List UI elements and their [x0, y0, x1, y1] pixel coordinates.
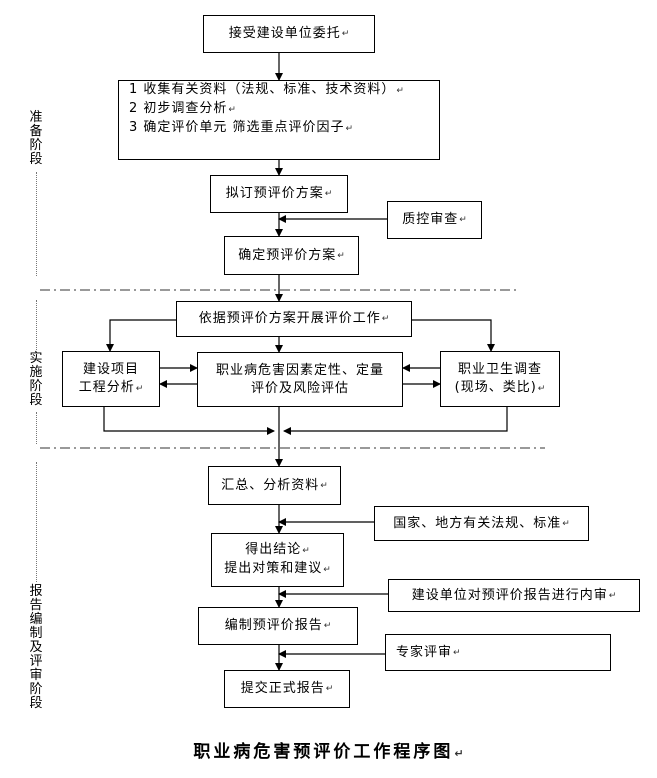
box-text: 编制预评价报告 — [224, 618, 323, 633]
box-collect-materials: 1 收集有关资料（法规、标准、技术资料）↵ 2 初步调查分析↵ 3 确定评价单元… — [118, 80, 440, 160]
box-compile-report: 编制预评价报告↵ — [198, 607, 358, 645]
stage-label-impl: 实 施 阶 段 — [28, 352, 44, 408]
box-project-analysis: 建设项目 工程分析↵ — [62, 351, 160, 407]
box-draft-plan: 拟订预评价方案↵ — [210, 175, 348, 213]
box-submit-report: 提交正式报告↵ — [224, 670, 350, 708]
box-text: 建设单位对预评价报告进行内审 — [411, 587, 608, 603]
paragraph-mark: ↵ — [323, 621, 332, 631]
box-text: 依据预评价方案开展评价工作 — [198, 311, 381, 326]
paragraph-mark: ↵ — [324, 189, 333, 199]
stage-char: 段 — [29, 696, 43, 711]
paragraph-mark: ↵ — [453, 647, 461, 658]
stage-char: 段 — [29, 393, 43, 408]
box-conclusion-suggestions: 得出结论↵ 提出对策和建议↵ — [211, 533, 344, 587]
box-text: 提交正式报告 — [240, 681, 325, 696]
box-text: 1 收集有关资料（法规、标准、技术资料） — [129, 82, 396, 97]
stage-char: 备 — [29, 124, 43, 139]
stage-char: 段 — [29, 152, 43, 167]
box-text: 职业卫生调查 — [457, 361, 542, 377]
arrow-project-merge — [103, 407, 275, 435]
stage-char: 评 — [29, 654, 43, 669]
box-text: 接受建设单位委托 — [228, 26, 341, 41]
box-text: 提出对策和建议 — [224, 561, 323, 576]
stage-char: 准 — [29, 110, 43, 125]
box-execute-evaluation: 依据预评价方案开展评价工作↵ — [176, 301, 412, 337]
box-text: 2 初步调查分析 — [129, 101, 228, 116]
stage-char: 报 — [29, 584, 43, 599]
box-summary-analysis: 汇总、分析资料↵ — [208, 466, 341, 505]
stage-char: 施 — [29, 365, 43, 380]
paragraph-mark: ↵ — [323, 565, 331, 575]
box-text: 国家、地方有关法规、标准 — [393, 515, 562, 531]
stage-char: 阶 — [29, 682, 43, 697]
box-text: 专家评审 — [396, 644, 453, 660]
paragraph-mark: ↵ — [562, 518, 570, 529]
box-quality-review: 质控审查↵ — [387, 201, 482, 239]
box-text: 工程分析 — [78, 379, 135, 395]
box-hygiene-survey: 职业卫生调查 (现场、类比)↵ — [440, 351, 560, 407]
paragraph-mark: ↵ — [459, 215, 467, 225]
paragraph-mark: ↵ — [381, 314, 390, 324]
paragraph-mark: ↵ — [608, 590, 617, 601]
box-accept-commission: 接受建设单位委托↵ — [203, 15, 375, 53]
box-text: 评价及风险评估 — [250, 380, 349, 396]
paragraph-mark: ↵ — [454, 747, 464, 760]
stage-char: 及 — [29, 640, 43, 655]
stage-label-report: 报 告 编 制 及 评 审 阶 段 — [28, 585, 44, 711]
box-text: 汇总、分析资料 — [221, 477, 320, 493]
box-expert-review: 专家评审↵ — [385, 634, 611, 671]
stage-dotted-prep — [36, 172, 38, 276]
paragraph-mark: ↵ — [135, 383, 144, 394]
box-internal-review: 建设单位对预评价报告进行内审↵ — [388, 579, 640, 612]
box-text: (现场、类比) — [454, 379, 537, 395]
paragraph-mark: ↵ — [302, 546, 310, 556]
paragraph-mark: ↵ — [345, 124, 354, 134]
box-text: 得出结论 — [245, 542, 302, 557]
stage-dotted-report — [36, 462, 38, 582]
paragraph-mark: ↵ — [325, 684, 334, 694]
stage-char: 实 — [29, 351, 43, 366]
stage-char: 编 — [29, 612, 43, 627]
stage-char: 阶 — [29, 379, 43, 394]
paragraph-mark: ↵ — [341, 29, 350, 39]
diagram-title: 职业病危害预评价工作程序图↵ — [0, 737, 657, 762]
stage-label-prep: 准 备 阶 段 — [28, 111, 44, 167]
box-laws-standards: 国家、地方有关法规、标准↵ — [374, 506, 589, 541]
paragraph-mark: ↵ — [396, 86, 404, 96]
box-text: 质控审查 — [402, 212, 459, 227]
stage-char: 阶 — [29, 138, 43, 153]
arrow-survey-merge — [283, 407, 508, 435]
paragraph-mark: ↵ — [337, 250, 345, 261]
paragraph-mark: ↵ — [320, 480, 328, 491]
stage-char: 审 — [29, 668, 43, 683]
box-confirm-plan: 确定预评价方案↵ — [224, 236, 359, 275]
stage-char: 制 — [29, 626, 43, 641]
box-text: 3 确定评价单元 筛选重点评价因子 — [129, 120, 345, 135]
paragraph-mark: ↵ — [228, 105, 236, 115]
stage-char: 告 — [29, 598, 43, 613]
stage-dotted-impl-2 — [36, 412, 38, 444]
stage-dotted-impl — [36, 300, 38, 350]
arrow-execute-survey — [412, 319, 495, 352]
box-text: 确定预评价方案 — [238, 247, 337, 263]
box-text: 职业病危害因素定性、定量 — [215, 362, 384, 378]
title-text: 职业病危害预评价工作程序图 — [193, 742, 454, 762]
box-text: 建设项目 — [82, 361, 139, 377]
box-text: 拟订预评价方案 — [225, 186, 324, 201]
arrow-execute-project — [106, 319, 176, 352]
box-hazard-assessment: 职业病危害因素定性、定量 评价及风险评估 — [197, 352, 403, 407]
paragraph-mark: ↵ — [537, 383, 546, 394]
